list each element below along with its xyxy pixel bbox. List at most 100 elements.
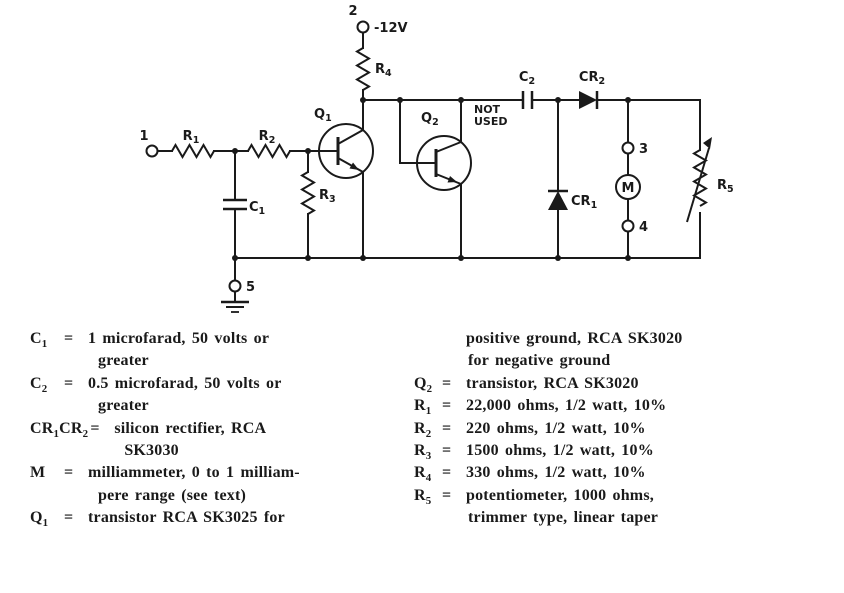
description-line: 1500 ohms, 1/2 watt, 10% [466, 441, 654, 459]
description-line: milliammeter, 0 to 1 milliam- [88, 464, 300, 482]
potentiometer-r5-symbol: R5 [686, 137, 734, 223]
transistor-q2-symbol: Q2 NOT USED [416, 103, 508, 191]
label-c2: C2 [519, 70, 535, 87]
description-line: transistor RCA SK3025 for [88, 509, 285, 527]
component-description: 330 ohms, 1/2 watt, 10% [466, 462, 814, 484]
equals-sign: = [64, 374, 74, 392]
resistor-r2-symbol: R2 [247, 129, 291, 159]
terminal-1-label: 1 [139, 129, 148, 144]
parts-list-entry: Q2 = transistor, RCA SK3020 [414, 373, 814, 395]
component-ref: Q2 [414, 374, 433, 395]
description-line: silicon rectifier, RCA [114, 419, 267, 437]
description-line: 1 microfarad, 50 volts or [88, 330, 270, 347]
parts-list-entry: M = milliammeter, 0 to 1 milliam-pere rang… [30, 462, 412, 507]
component-ref: C1 [30, 330, 48, 351]
equals-sign: = [442, 464, 452, 482]
diode-cr2-symbol: CR2 [579, 70, 605, 109]
component-description: 1 microfarad, 50 volts or greater [88, 328, 412, 373]
circuit-schematic: R1 R2 R3 R4 R5 C1 [139, 4, 734, 313]
junction-dots [232, 97, 631, 261]
component-ref: R1 [414, 397, 432, 418]
not-used-label-line2: USED [474, 115, 508, 128]
terminal-3-label: 3 [639, 142, 648, 157]
resistor-r1-symbol: R1 [171, 129, 215, 159]
label-r3: R3 [319, 188, 336, 205]
not-used-label-line1: NOT [474, 103, 501, 116]
equals-sign: = [442, 441, 452, 459]
description-line: 22,000 ohms, 1/2 watt, 10% [466, 397, 667, 415]
capacitor-c1-symbol: C1 [223, 198, 265, 217]
equals-sign: = [442, 486, 452, 504]
terminal-4 [621, 219, 635, 233]
component-ref: R2 [414, 419, 432, 440]
equals-sign: = [442, 397, 452, 415]
component-ref: C2 [30, 374, 48, 395]
equals-sign: = [442, 374, 452, 392]
equals-sign: = [64, 330, 74, 347]
component-ref: R5 [414, 486, 432, 507]
description-line: pere range (see text) [98, 486, 247, 504]
terminal-5-label: 5 [246, 280, 255, 295]
label-r5: R5 [717, 178, 734, 195]
component-description: 1500 ohms, 1/2 watt, 10% [466, 440, 814, 462]
parts-list-entry: R2=220 ohms, 1/2 watt, 10% [414, 418, 814, 440]
component-ref: M [30, 464, 46, 482]
terminals: 1 2 3 4 5 -12V [139, 4, 648, 295]
component-description: transistor RCA SK3025 for [88, 507, 412, 529]
description-line: 330 ohms, 1/2 watt, 10% [466, 464, 646, 482]
description-line: transistor, RCA SK3020 [466, 374, 639, 392]
meter-symbol: M [615, 174, 641, 200]
component-ref: Q1 [30, 509, 49, 530]
component-description: 220 ohms, 1/2 watt, 10% [466, 418, 814, 440]
component-ref: CR1CR2 [30, 419, 89, 440]
terminal-5 [228, 279, 242, 293]
equals-sign: = [64, 464, 74, 482]
equals-sign [440, 328, 466, 373]
transistor-q1-symbol: Q1 [314, 107, 374, 179]
description-line: SK3030 [124, 441, 179, 459]
equals-sign: = [64, 509, 74, 527]
component-description: 0.5 microfarad, 50 volts or greater [88, 373, 412, 418]
label-q1: Q1 [314, 107, 332, 124]
q1-emitter-arrow [349, 162, 359, 170]
component-ref [414, 328, 440, 373]
description-line: potentiometer, 1000 ohms, [466, 486, 654, 504]
component-ref: R4 [414, 464, 432, 485]
description-line: trimmer type, linear taper [468, 509, 659, 527]
potentiometer-arrowhead [703, 137, 712, 149]
label-cr1: CR1 [571, 194, 597, 211]
diode-cr1-symbol: CR1 [548, 189, 597, 211]
component-description: silicon rectifier, RCA SK3030 [114, 418, 412, 463]
resistor-r3-symbol: R3 [300, 171, 336, 215]
component-description: transistor, RCA SK3020 [466, 373, 814, 395]
component-description: potentiometer, 1000 ohms, trimmer type, l… [466, 485, 814, 530]
resistor-r4-symbol: R4 [355, 47, 392, 91]
parts-list-entry: C2 = 0.5 microfarad, 50 volts or greater [30, 373, 412, 418]
component-description: 22,000 ohms, 1/2 watt, 10% [466, 395, 814, 417]
label-r2: R2 [259, 129, 276, 146]
description-line: greater [98, 397, 149, 415]
equals-sign: = [90, 419, 100, 437]
component-description: milliammeter, 0 to 1 milliam-pere range … [88, 462, 412, 507]
ground-symbol [221, 300, 249, 313]
parts-list-entry: R4 = 330 ohms, 1/2 watt, 10% [414, 462, 814, 484]
description-line: greater [98, 352, 149, 370]
label-cr2: CR2 [579, 70, 605, 87]
label-r1: R1 [183, 129, 200, 146]
wires [156, 31, 701, 303]
parts-list-entry: R5 = potentiometer, 1000 ohms, trimmer type… [414, 485, 814, 530]
terminal-4-label: 4 [639, 220, 648, 235]
description-line: 0.5 microfarad, 50 volts or [88, 374, 282, 392]
terminal-2-label: 2 [348, 4, 357, 19]
parts-list-entry: CR1CR2= silicon rectifier, RCA SK3030 [30, 418, 412, 463]
label-c1: C1 [249, 200, 265, 217]
label-q2: Q2 [421, 111, 439, 128]
terminal-1 [145, 144, 159, 158]
terminal-2 [356, 20, 370, 34]
supply-voltage-label: -12V [374, 21, 408, 36]
